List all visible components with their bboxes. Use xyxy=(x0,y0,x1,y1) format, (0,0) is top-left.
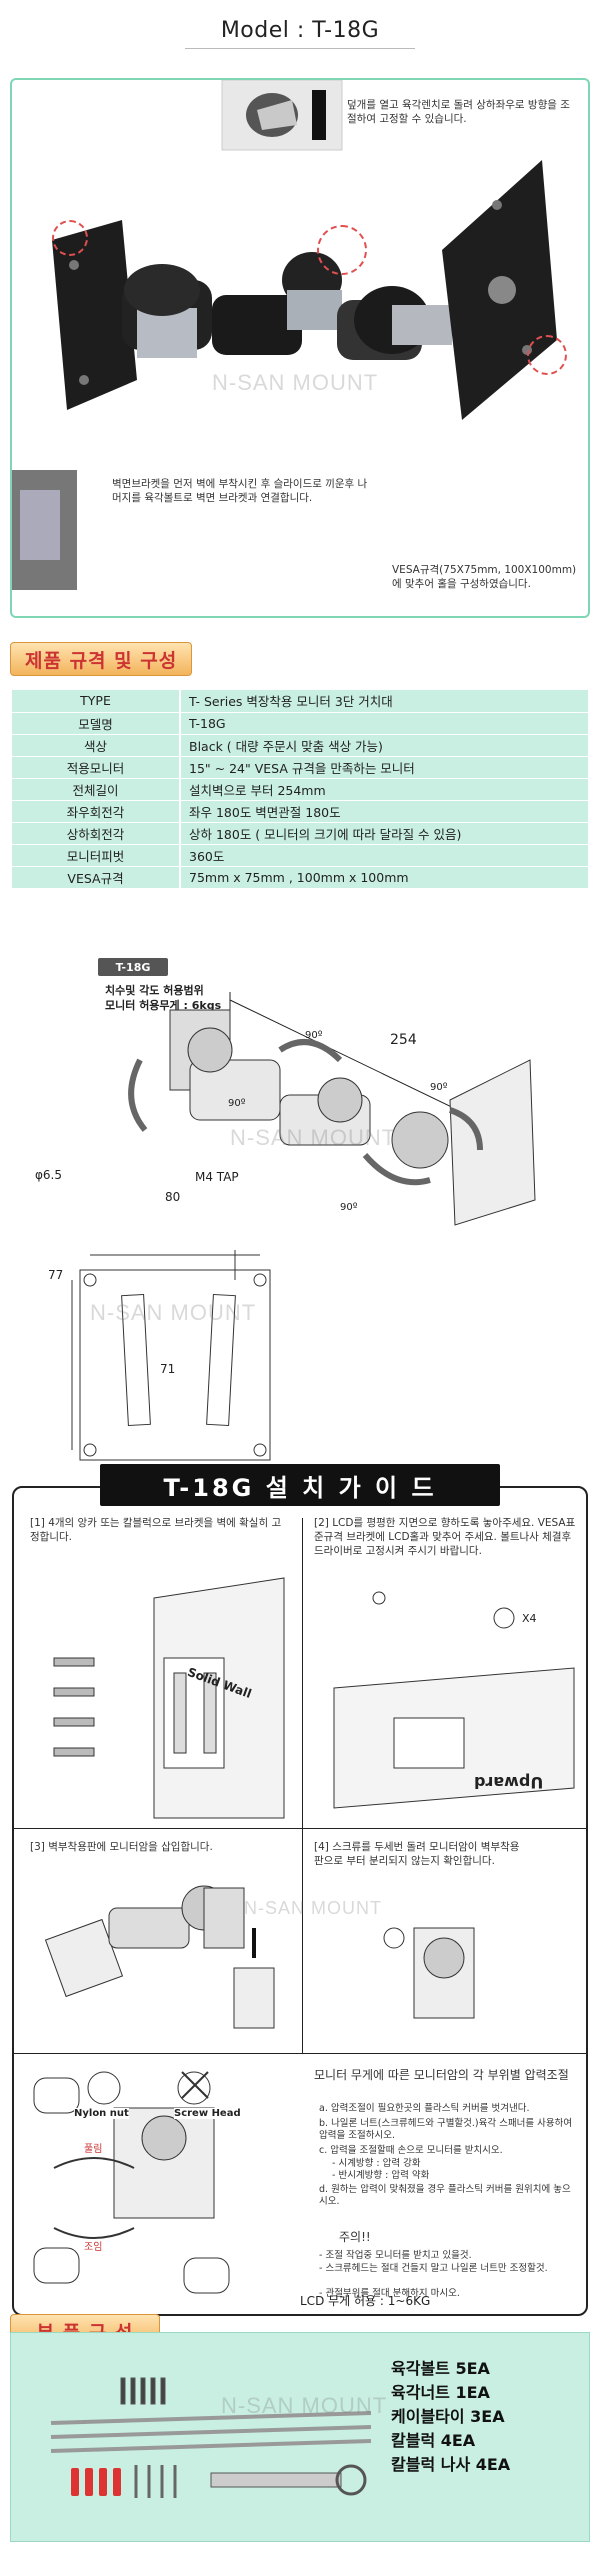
pressure-title: 모니터 무게에 따른 모니터암의 각 부위별 압력조절 xyxy=(314,2068,569,2082)
part-item: 케이블타이 3EA xyxy=(391,2407,505,2426)
guide-illustrations xyxy=(33,1577,575,2294)
step-2-text: [2] LCD를 평평한 지면으로 향하도록 놓아주세요. VESA표준규격 브… xyxy=(314,1517,576,1557)
dimension-diagram: T-18G 치수및 각도 허용범위 모니터 허용무게 : 6kgs xyxy=(10,950,590,1481)
spec-value: 15" ~ 24" VESA 규격을 만족하는 모니터 xyxy=(180,756,588,779)
caution-title: 주의!! xyxy=(339,2230,371,2244)
part-item: 육각볼트 5EA xyxy=(391,2359,490,2378)
spec-value: 좌우 180도 벽면관절 180도 xyxy=(180,800,588,823)
height-77-label: 77 xyxy=(48,1268,64,1282)
watermark: N-SAN MOUNT xyxy=(230,1125,397,1150)
page-title: Model : T-18G xyxy=(220,18,380,43)
hero-product-image: 덮개를 열고 육각렌치로 돌려 상하좌우로 방향을 조절하여 고정할 수 있습니… xyxy=(10,78,590,618)
spec-value: 75mm x 75mm , 100mm x 100mm xyxy=(180,866,588,889)
spec-key: 좌우회전각 xyxy=(12,800,181,823)
pressure-step-c1: - 시계방향 : 압력 강화 xyxy=(332,2158,421,2169)
arm-dimension-drawing xyxy=(71,992,536,1481)
spec-key: 모니터피벗 xyxy=(12,844,181,867)
pressure-step-c: c. 압력을 조절할때 손으로 모니터를 받치시오. xyxy=(319,2145,503,2156)
caution-3: - 관절부위를 절대 분해하지 마시오. xyxy=(319,2288,460,2299)
callout-joint-adjust: 덮개를 열고 육각렌치로 돌려 상하좌우로 방향을 조절하여 고정할 수 있습니… xyxy=(347,99,570,125)
width-71-label: 71 xyxy=(160,1362,176,1376)
spec-key: 전체길이 xyxy=(12,778,181,801)
highlight-circle-wall xyxy=(52,220,88,256)
pressure-step-b: b. 나일론 너트(스크류헤드와 구별할것.)육각 스패너를 사용하여 압력을 … xyxy=(319,2118,573,2141)
upward-label: Upward xyxy=(474,1773,544,1792)
angle-label-3: 90º xyxy=(430,1082,448,1093)
callout-vesa: VESA규격(75X75mm, 100X100mm) 에 맞추어 홀을 구성하였… xyxy=(392,564,577,590)
install-guide-panel: [1] 4개의 앙카 또는 칼블럭으로 브라켓을 벽에 확실히 고정합니다. [… xyxy=(12,1486,588,2316)
part-item: 육각너트 1EA xyxy=(391,2383,490,2402)
install-guide-title: T-18G 설 치 가 이 드 xyxy=(100,1464,500,1506)
spec-value: 상하 180도 ( 모니터의 크기에 따라 달라질 수 있음) xyxy=(180,822,588,845)
spec-key: 모델명 xyxy=(12,712,181,735)
step-1-text: [1] 4개의 앙카 또는 칼블럭으로 브라켓을 벽에 확실히 고정합니다. xyxy=(30,1517,282,1543)
spec-value: T-18G xyxy=(180,712,588,735)
title-underline xyxy=(185,48,415,49)
spec-value: 360도 xyxy=(180,844,588,867)
spec-key: 상하회전각 xyxy=(12,822,181,845)
divider xyxy=(302,1828,303,2053)
hole-dia-label: φ6.5 xyxy=(35,1168,62,1182)
spec-key: 적용모니터 xyxy=(12,756,181,779)
spec-value: Black ( 대량 주문시 맞춤 색상 가능) xyxy=(180,734,588,757)
part-item: 칼블럭 4EA xyxy=(391,2431,476,2450)
diagram-caption-2: 모니터 허용무게 : 6kgs xyxy=(105,999,222,1012)
caution-2: - 스크류헤드는 절대 건들지 말고 나일론 너트만 조정할것. xyxy=(319,2263,548,2274)
screw-head-label: Screw Head xyxy=(174,2108,241,2119)
parts-panel: 육각볼트 5EA 육각너트 1EA 케이블타이 3EA 칼블럭 4EA 칼블럭 … xyxy=(10,2332,590,2542)
lcd-weight-label: LCD 무게 허용 : 1~6KG xyxy=(300,2294,431,2308)
pressure-step-c2: - 반시계방향 : 압력 약화 xyxy=(332,2170,430,2181)
model-tag: T-18G xyxy=(98,958,168,976)
step-3-text: [3] 벽부착용판에 모니터암을 삽입합니다. xyxy=(30,1841,213,1853)
length-label: 254 xyxy=(390,1032,417,1048)
angle-label-4: 90º xyxy=(340,1202,358,1213)
step-4-text: [4] 스크류를 두세번 돌려 모니터암이 벽부착용판으로 부터 분리되지 않는… xyxy=(314,1841,520,1867)
watermark: N-SAN MOUNT xyxy=(244,1898,382,1918)
m4-tap-label: M4 TAP xyxy=(195,1170,239,1184)
spec-section-heading: 제품 규격 및 구성 xyxy=(10,642,193,676)
divider xyxy=(302,1518,303,1828)
width-80-label: 80 xyxy=(165,1190,181,1204)
callout-wall-bracket: 벽면브라켓을 먼저 벽에 부착시킨 후 슬라이드로 끼운후 나머지를 육각볼트로… xyxy=(112,478,368,504)
diagram-caption-1: 치수및 각도 허용범위 xyxy=(105,984,204,997)
angle-label-2: 90º xyxy=(228,1098,246,1109)
loosen-label: 조임 xyxy=(84,2242,103,2253)
part-item: 칼블럭 나사 4EA xyxy=(391,2455,511,2474)
highlight-circle-vesa xyxy=(527,335,567,375)
tighten-label: 풀림 xyxy=(84,2144,103,2155)
watermark: N-SAN MOUNT xyxy=(212,370,379,395)
spec-value: T- Series 벽장착용 모니터 3단 거치대 xyxy=(180,690,588,713)
monitor-arm-illustration xyxy=(12,80,557,590)
angle-label-1: 90º xyxy=(305,1030,323,1041)
watermark: N-SAN MOUNT xyxy=(221,2393,388,2418)
x4-label: X4 xyxy=(522,1612,537,1625)
spec-key: TYPE xyxy=(12,690,181,713)
watermark: N-SAN MOUNT xyxy=(90,1300,257,1325)
divider xyxy=(14,2053,586,2054)
pressure-step-a: a. 압력조절이 필요한곳의 플라스틱 커버를 벗겨낸다. xyxy=(319,2103,530,2114)
spec-key: VESA규격 xyxy=(12,866,181,889)
nylon-nut-label: Nylon nut xyxy=(74,2108,129,2119)
spec-value: 설치벽으로 부터 254mm xyxy=(180,778,588,801)
divider xyxy=(14,1828,586,1829)
parts-illustration xyxy=(50,2377,372,2498)
pressure-step-d: d. 원하는 압력이 맞춰졌을 경우 플라스틱 커버를 원위치에 놓으시오. xyxy=(319,2184,571,2207)
caution-1: - 조절 작업중 모니터를 받치고 있을것. xyxy=(319,2250,472,2261)
highlight-circle-joint xyxy=(317,225,367,275)
spec-key: 색상 xyxy=(12,734,181,757)
